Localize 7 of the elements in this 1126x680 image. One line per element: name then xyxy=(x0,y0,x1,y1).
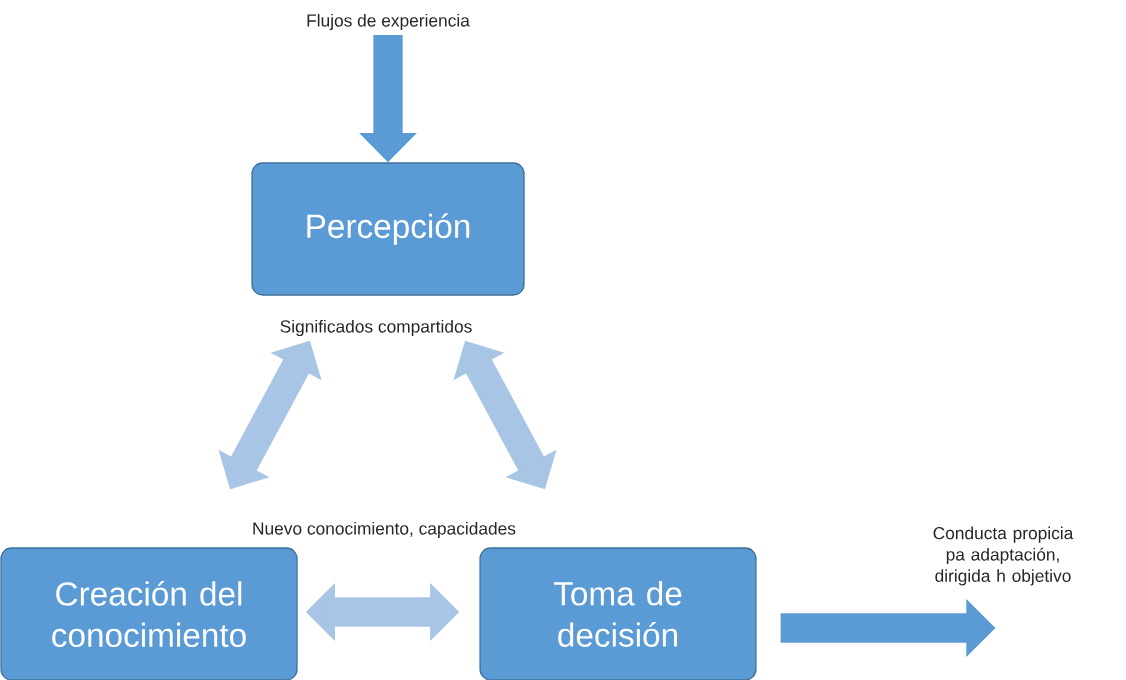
caption-text: Flujos de experiencia xyxy=(307,13,470,31)
process-box: Toma de decisión xyxy=(479,547,757,680)
note-text: Nuevo conocimiento, capacidades xyxy=(253,521,516,539)
note-text: Significados compartidos xyxy=(280,319,472,337)
process-box: Percepción xyxy=(251,162,525,296)
process-box: Creación del conocimiento xyxy=(0,547,298,680)
note-text: Conducta propicia pa adaptación, dirigida h objetivo xyxy=(933,526,1074,586)
